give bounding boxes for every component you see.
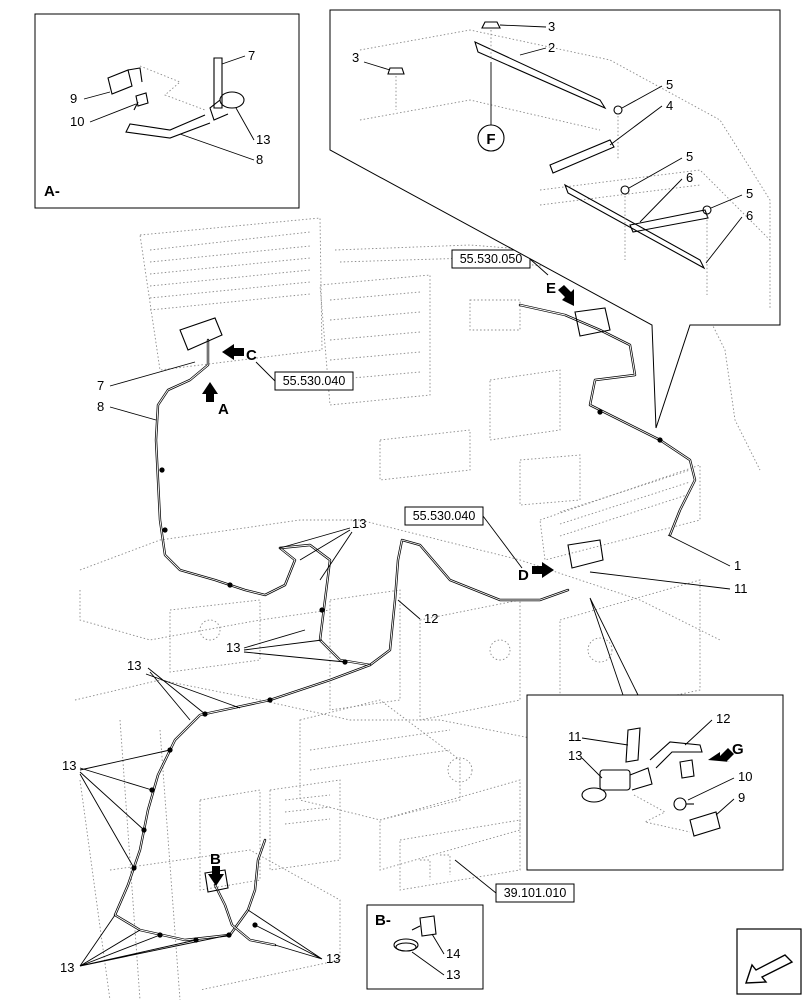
view-arrow-d: D	[518, 562, 554, 584]
inset-b: B- 14 13	[366, 904, 484, 990]
view-arrow-a: A	[202, 382, 229, 418]
view-arrow-c: C	[222, 344, 257, 364]
reference-55-530-040-c[interactable]: 55.530.040	[255, 361, 354, 391]
callout-8: 8	[97, 399, 104, 414]
inset-a-title: A-	[44, 183, 60, 200]
callout-13: 13	[256, 132, 270, 147]
callout-13-upper: 13	[352, 516, 366, 531]
main-callouts: 7 8 1 11 12 13 13 13 13 13 13	[60, 361, 748, 975]
callout-9: 9	[70, 91, 77, 106]
view-arrow-b: B	[208, 851, 224, 886]
wiring-harness	[113, 303, 697, 947]
view-label-g: G	[732, 741, 744, 758]
callout-13: 13	[446, 967, 460, 982]
callout-13-left2: 13	[62, 758, 76, 773]
callout-13-bottom-left: 13	[60, 960, 74, 975]
reference-39-101-010[interactable]: 39.101.010	[454, 859, 575, 903]
view-label-e: E	[546, 280, 556, 297]
callout-10: 10	[70, 114, 84, 129]
callout-2: 2	[548, 40, 555, 55]
callout-5: 5	[666, 77, 673, 92]
callout-6: 6	[746, 208, 753, 223]
callout-14: 14	[446, 946, 460, 961]
machine-frame-outline	[74, 217, 761, 1000]
callout-10: 10	[738, 769, 752, 784]
view-label-b: B	[210, 851, 221, 868]
view-label-c: C	[246, 347, 257, 364]
reference-label: 55.530.040	[283, 374, 346, 388]
reference-label: 55.530.050	[460, 252, 523, 266]
callout-13-bottom-right: 13	[326, 951, 340, 966]
callout-9: 9	[738, 790, 745, 805]
callout-1: 1	[734, 558, 741, 573]
callout-3: 3	[548, 19, 555, 34]
callout-7: 7	[97, 378, 104, 393]
reference-label: 39.101.010	[504, 886, 567, 900]
inset-f: F 3 2 3 5 4 5 6 5 6	[329, 9, 781, 429]
callout-7: 7	[248, 48, 255, 63]
reference-55-530-050[interactable]: 55.530.050	[451, 249, 549, 276]
callout-12: 12	[424, 611, 438, 626]
callout-13-mid: 13	[226, 640, 240, 655]
reference-55-530-040-d[interactable]: 55.530.040	[404, 506, 523, 569]
callout-12: 12	[716, 711, 730, 726]
callout-4: 4	[666, 98, 673, 113]
view-label-d: D	[518, 567, 529, 584]
callout-5: 5	[746, 186, 753, 201]
next-page-arrow-icon[interactable]	[736, 928, 802, 995]
view-arrow-e: E	[546, 280, 574, 306]
callout-3: 3	[352, 50, 359, 65]
callout-13-left1: 13	[127, 658, 141, 673]
inset-b-title: B-	[375, 912, 391, 929]
view-label-f: F	[486, 131, 495, 148]
view-label-a: A	[218, 401, 229, 418]
callout-13: 13	[568, 748, 582, 763]
reference-label: 55.530.040	[413, 509, 476, 523]
callout-6: 6	[686, 170, 693, 185]
inset-g: G 11 12 13 10 9	[526, 597, 784, 871]
callout-11: 11	[734, 581, 748, 596]
callout-11: 11	[568, 729, 582, 744]
callout-8: 8	[256, 152, 263, 167]
callout-5: 5	[686, 149, 693, 164]
inset-a: A- 7 9 10 13 8	[34, 13, 300, 209]
